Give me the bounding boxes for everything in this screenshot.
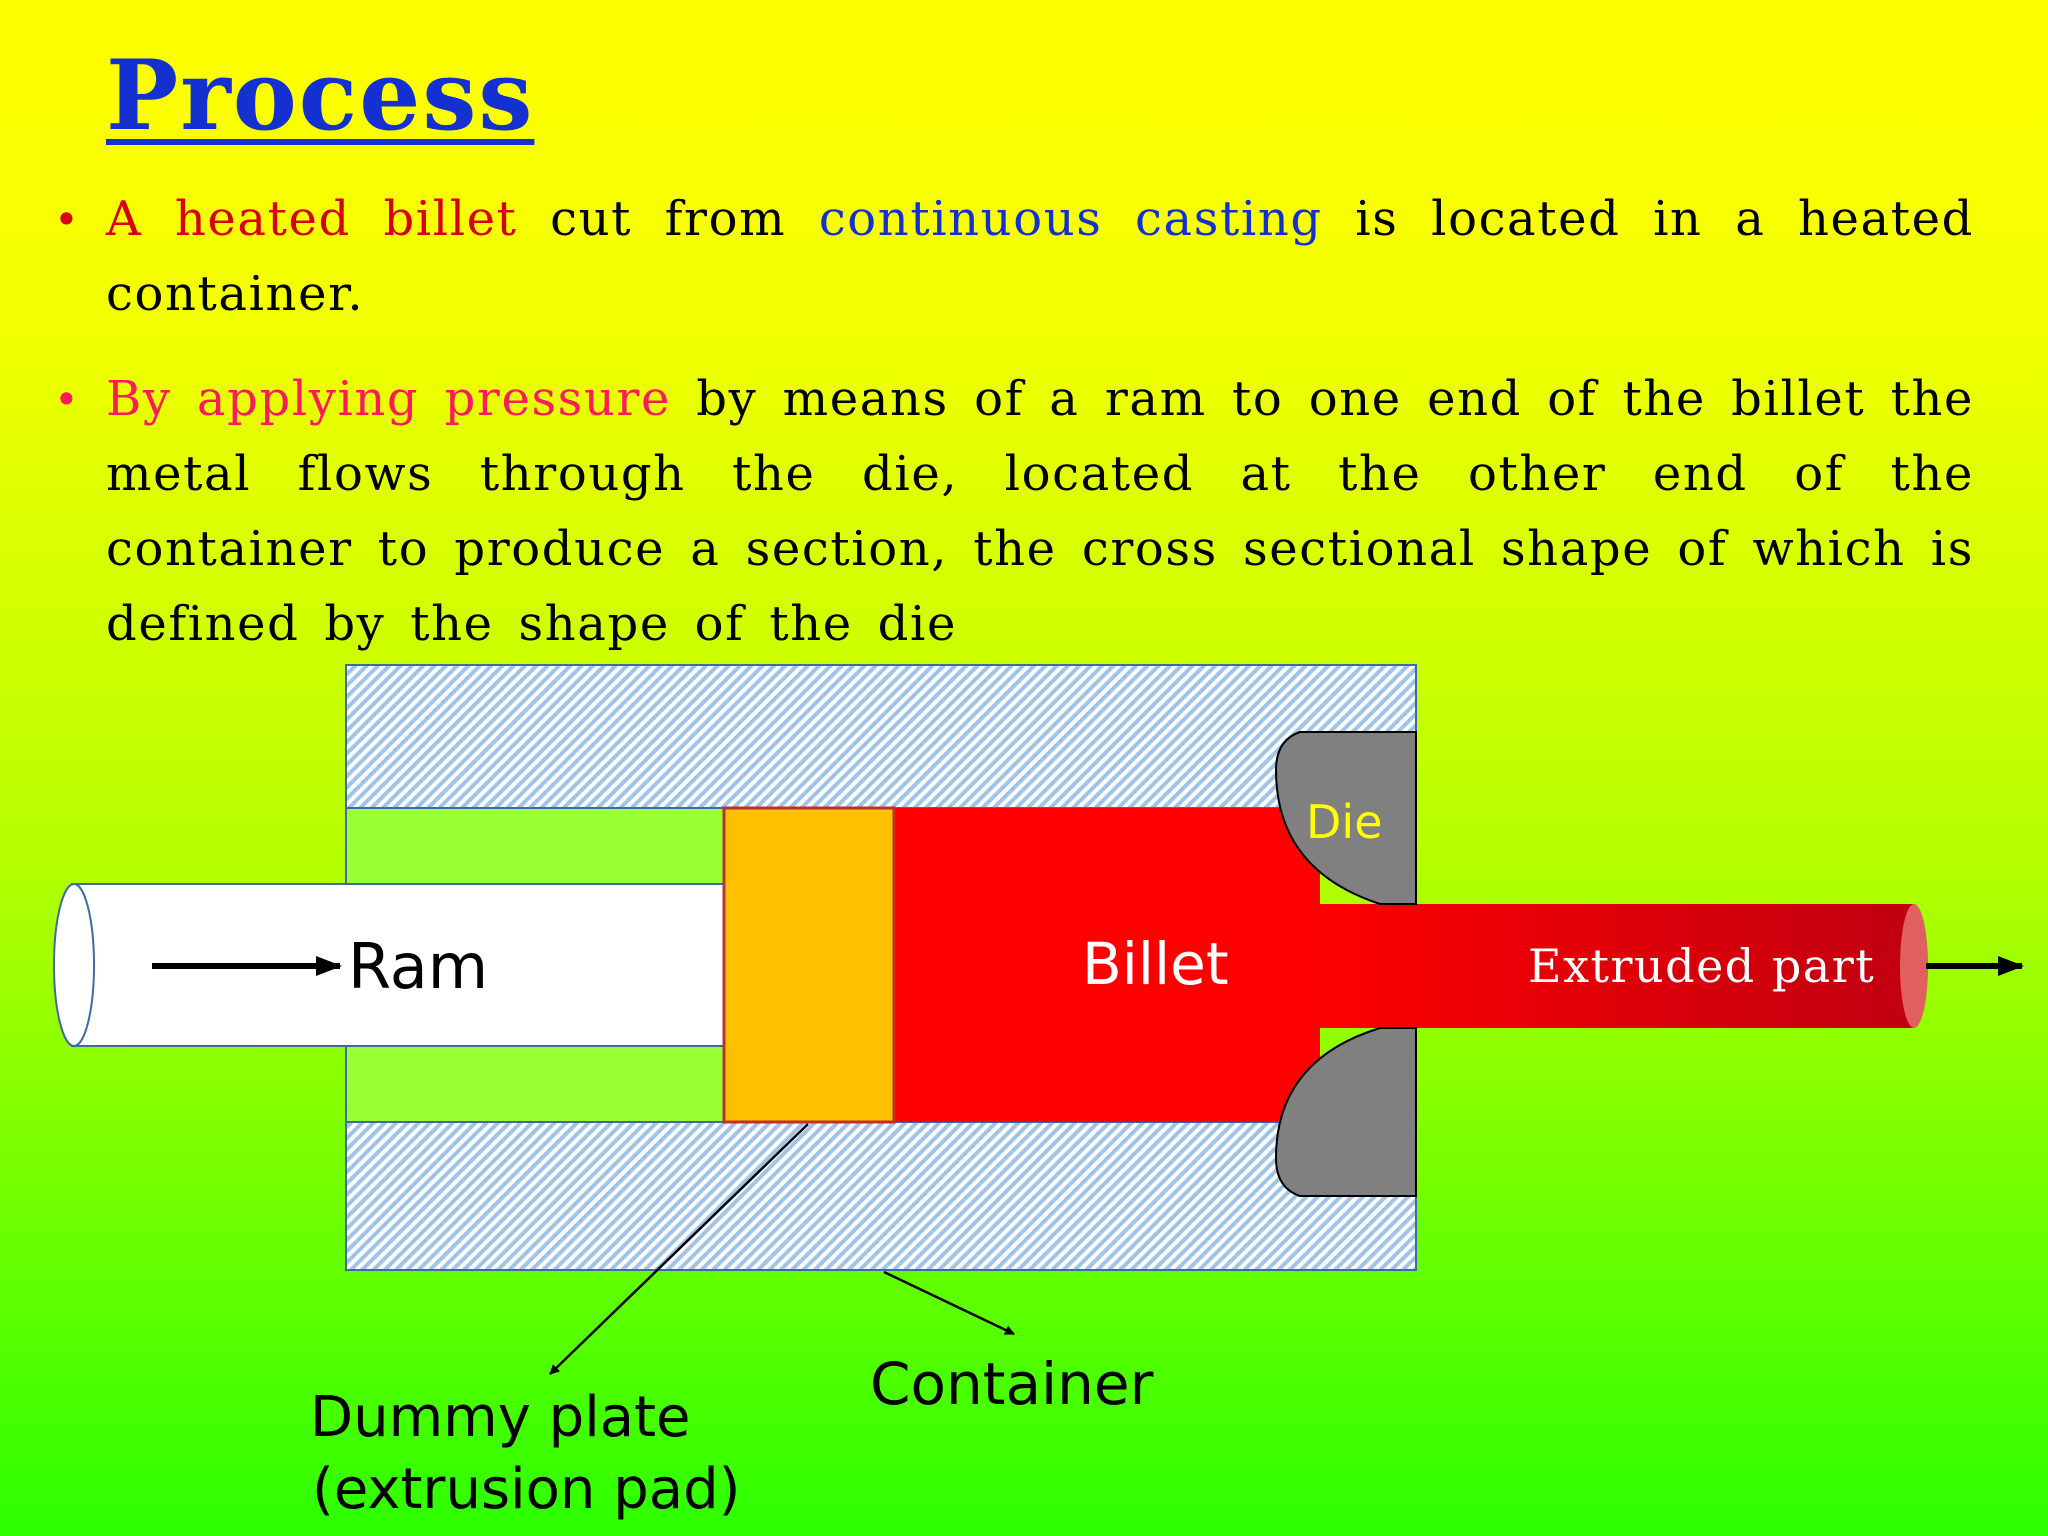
die-top bbox=[1274, 731, 1417, 905]
bullet-dot-icon: • bbox=[54, 195, 81, 244]
billet bbox=[894, 808, 1320, 1122]
container-top-wall bbox=[345, 664, 1417, 809]
bullet-1-text-a: cut from bbox=[517, 191, 819, 247]
dummy-plate-label-line1: Dummy plate bbox=[310, 1385, 691, 1450]
dummy-plate-label-line2: (extrusion pad) bbox=[312, 1457, 740, 1522]
slide-title: Process bbox=[106, 39, 535, 152]
bullet-dot-icon: • bbox=[54, 375, 81, 424]
bullet-item-2: • By applying pressure by means of a ram… bbox=[54, 362, 1974, 662]
dummy-plate-pointer bbox=[549, 1123, 809, 1375]
bullet-2-highlight-applying-pressure: By applying pressure bbox=[106, 371, 671, 427]
container-pointer bbox=[883, 1270, 1015, 1336]
die-bottom bbox=[1274, 1027, 1417, 1197]
extruded-part-end bbox=[1900, 904, 1928, 1028]
billet-label: Billet bbox=[1082, 930, 1229, 998]
bullet-1-text-b: is located in a heated container. bbox=[106, 191, 1974, 322]
container-label: Container bbox=[870, 1350, 1154, 1418]
ram-label: Ram bbox=[348, 930, 488, 1003]
bullet-2-text: by means of a ram to one end of the bill… bbox=[106, 371, 1974, 652]
dummy-plate bbox=[722, 806, 896, 1124]
bullet-list: • A heated billet cut from continuous ca… bbox=[54, 182, 1974, 662]
extruded-part bbox=[1300, 904, 1914, 1028]
bullet-item-1: • A heated billet cut from continuous ca… bbox=[54, 182, 1974, 332]
die-label: Die bbox=[1306, 795, 1383, 849]
bullet-1-highlight-continuous-casting: continuous casting bbox=[818, 191, 1323, 247]
container-bottom-wall bbox=[345, 1121, 1417, 1271]
ram-end bbox=[53, 883, 95, 1047]
extruded-part-label: Extruded part bbox=[1528, 939, 1875, 993]
bullet-1-highlight-heated-billet: A heated billet bbox=[106, 191, 518, 247]
